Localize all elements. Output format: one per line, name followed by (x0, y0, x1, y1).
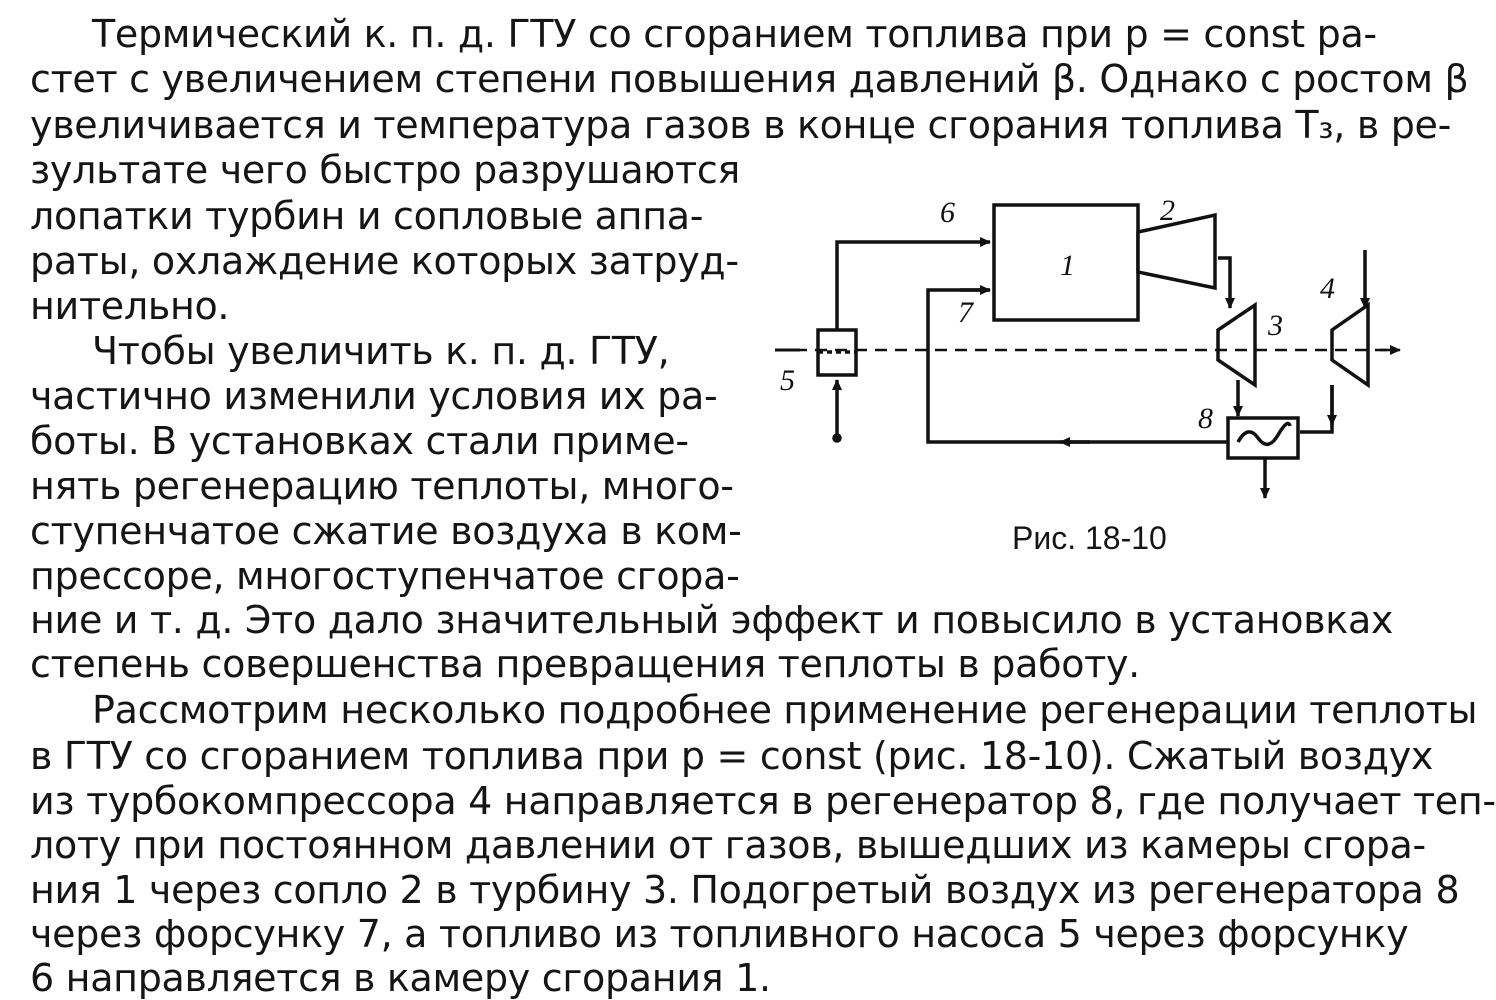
label-7: 7 (958, 296, 975, 329)
text-line-4: зультате чего быстро разрушаются (30, 148, 740, 192)
text-line-9: частично изменили условия их ра- (30, 374, 718, 418)
text-line-18: из турбокомпрессора 4 направляется в рег… (30, 779, 1496, 823)
label-2: 2 (1160, 194, 1175, 227)
turbine-3 (1216, 301, 1257, 389)
text-line-6: раты, охлаждение которых затруд- (30, 239, 739, 283)
text-line-8: Чтобы увеличить к. п. д. ГТУ, (92, 329, 670, 373)
label-3: 3 (1267, 309, 1283, 342)
text-line-22: 6 направляется в камеру сгорания 1. (30, 956, 771, 1000)
label-1: 1 (1060, 249, 1075, 282)
text-line-14: ние и т. д. Это дало значительный эффект… (30, 598, 1394, 642)
text-line-11: нять регенерацию теплоты, много- (30, 464, 734, 508)
fuel-line-6 (835, 237, 991, 330)
text-line-12: ступенчатое сжатие воздуха в ком- (30, 509, 742, 553)
nozzle-2 (1136, 212, 1217, 291)
text-line-5: лопатки турбин и сопловые аппа- (30, 194, 704, 238)
compressor-4 (1330, 301, 1370, 389)
gas-line (1218, 256, 1235, 309)
text-line-7: нительно. (30, 284, 230, 328)
text-line-17: в ГТУ со сгоранием топлива при p = const… (30, 734, 1434, 778)
label-6: 6 (940, 196, 955, 229)
text-line-13: прессоре, многоступенчатое сгора- (30, 554, 740, 598)
text-line-1: Термический к. п. д. ГТУ со сгоранием то… (92, 12, 1377, 56)
text-line-21: через форсунку 7, а топливо из топливног… (30, 912, 1409, 956)
book-page: Термический к. п. д. ГТУ со сгоранием то… (30, 12, 1496, 1000)
text-line-10: боты. В установках стали приме- (30, 419, 689, 463)
figure-18-10-diagram: 1 2 3 4 5 6 7 8 (760, 180, 1420, 530)
text-line-3: увеличивается и температура газов в конц… (30, 103, 1452, 147)
text-line-19: лоту при постоянном давлении от газов, в… (30, 823, 1426, 867)
text-line-16: Рассмотрим несколько подробнее применени… (92, 688, 1478, 732)
figure-caption: Рис. 18-10 (1012, 520, 1167, 556)
text-line-2: стет с увеличением степени повышения дав… (30, 57, 1469, 101)
label-8: 8 (1198, 402, 1213, 435)
label-5: 5 (780, 364, 795, 397)
text-line-15: степень совершенства превращения теплоты… (30, 642, 1140, 686)
air-line-7 (926, 288, 1228, 444)
label-4: 4 (1320, 272, 1335, 305)
text-line-20: ния 1 через сопло 2 в турбину 3. Подогре… (30, 868, 1460, 912)
